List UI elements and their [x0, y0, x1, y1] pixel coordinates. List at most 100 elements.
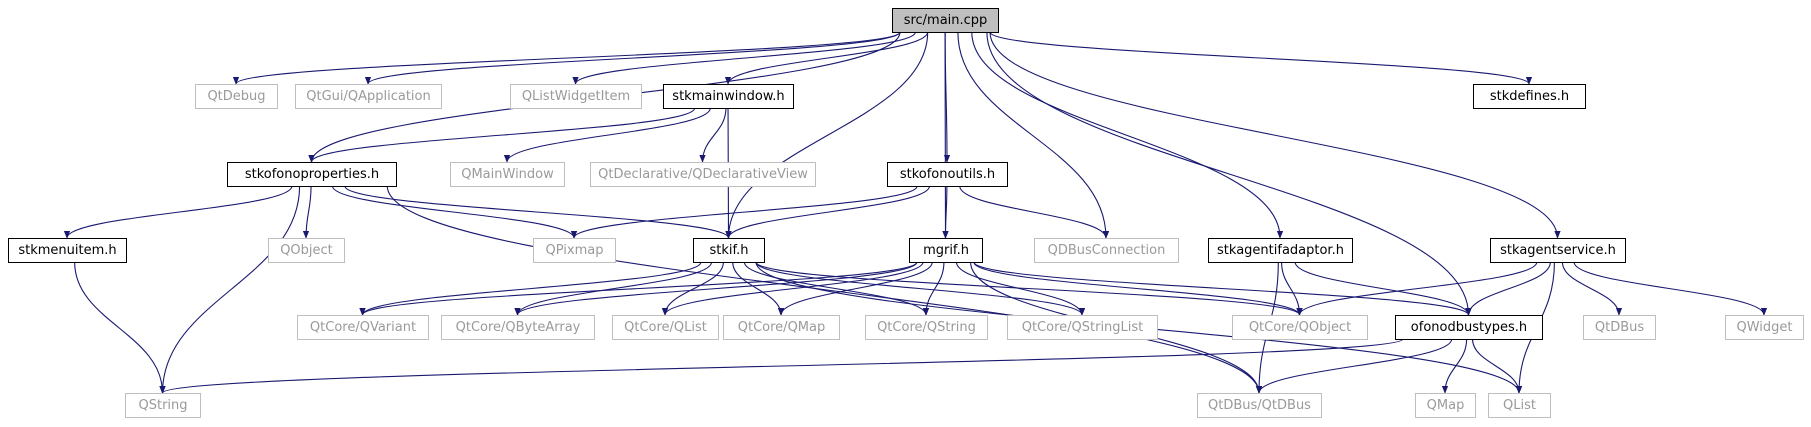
node-box-qwidget: [1725, 315, 1804, 340]
node-label-qpixmap: QPixmap: [546, 243, 604, 258]
edge-stkofonoproperties-to-qpixmap: [331, 185, 578, 239]
node-box-qlistwidgetitem: [510, 84, 642, 109]
edge-stkif-to-qbytearray: [514, 261, 713, 316]
node-stkofonoutils[interactable]: stkofonoutils.h: [887, 162, 1008, 187]
node-label-ofonodbustypes: ofonodbustypes.h: [1411, 320, 1527, 335]
node-box-stkofonoutils: [887, 162, 1008, 187]
edge-stkmainwindow-to-qmainwindow: [503, 107, 711, 163]
node-label-stkagentservice: stkagentservice.h: [1500, 243, 1616, 258]
node-ofonodbustypes[interactable]: ofonodbustypes.h: [1395, 315, 1543, 340]
node-label-qvariant: QtCore/QVariant: [310, 320, 416, 335]
node-box-stkdefines: [1473, 84, 1586, 109]
node-box-qtdebug: [195, 84, 278, 109]
edge-stkif-to-qcoremap: [732, 261, 785, 316]
node-label-stkmenuitem: stkmenuitem.h: [18, 243, 116, 258]
node-label-qcoremap: QtCore/QMap: [738, 320, 825, 335]
node-stkdefines[interactable]: stkdefines.h: [1473, 84, 1586, 109]
node-label-qtdebug: QtDebug: [207, 89, 265, 104]
node-label-mgrif: mgrif.h: [923, 243, 969, 258]
node-label-qmainwindow: QMainWindow: [461, 167, 554, 182]
node-box-stkmainwindow: [663, 84, 794, 109]
node-label-stkofonoproperties: stkofonoproperties.h: [245, 167, 379, 182]
node-box-ofonodbustypes: [1395, 315, 1543, 340]
node-mgrif[interactable]: mgrif.h: [909, 238, 983, 263]
node-label-stkmainwindow: stkmainwindow.h: [672, 89, 784, 104]
node-box-qcoremap: [723, 315, 840, 340]
edge-mgrif-to-qcoreobject: [973, 261, 1303, 316]
node-stkmainwindow[interactable]: stkmainwindow.h: [663, 84, 794, 109]
node-stkif[interactable]: stkif.h: [693, 238, 765, 263]
node-qcorestring: QtCore/QString: [865, 315, 988, 340]
node-box-qcoreobject: [1232, 315, 1368, 340]
node-label-qwidget: QWidget: [1736, 320, 1792, 335]
node-box-qmainwindow: [450, 162, 565, 187]
node-qwidget: QWidget: [1725, 315, 1804, 340]
node-label-qstringlist: QtCore/QStringList: [1022, 320, 1144, 335]
edge-ofonodbustypes-to-qmap: [1441, 338, 1468, 394]
node-qapplication: QtGui/QApplication: [295, 84, 442, 109]
node-box-qstringlist: [1007, 315, 1158, 340]
edge-stkagentservice-to-qcoreobject: [1296, 261, 1538, 316]
edge-main-to-qapplication: [364, 31, 901, 85]
node-stkofonoproperties[interactable]: stkofonoproperties.h: [227, 162, 397, 187]
node-box-stkif: [693, 238, 765, 263]
edge-stkofonoproperties-to-stkmenuitem: [63, 185, 293, 239]
edge-stkmenuitem-to-qstring: [74, 261, 166, 394]
node-main[interactable]: src/main.cpp: [892, 8, 999, 33]
node-box-stkmenuitem: [8, 238, 127, 263]
edge-main-to-stkif: [725, 31, 929, 239]
edge-mgrif-to-qstringlist: [955, 261, 1086, 316]
node-label-qdbusconnection: QDBusConnection: [1048, 243, 1166, 258]
edge-stkofonoproperties-to-qstring: [159, 185, 301, 394]
edge-stkofonoproperties-to-qobject: [302, 185, 312, 239]
node-label-stkif: stkif.h: [709, 243, 748, 258]
edge-stkofonoutils-to-qdbusconnection: [959, 185, 1110, 239]
edges-layer: [63, 31, 1768, 394]
node-box-qdeclarativeview: [590, 162, 816, 187]
node-qdeclarativeview: QtDeclarative/QDeclarativeView: [590, 162, 816, 187]
node-label-qcorestring: QtCore/QString: [877, 320, 976, 335]
edge-stkif-to-qstringlist: [755, 261, 1086, 316]
node-label-qlistwidgetitem: QListWidgetItem: [522, 89, 630, 104]
node-qmainwindow: QMainWindow: [450, 162, 565, 187]
edge-stkif-to-qcoreobject: [755, 261, 1303, 316]
edge-stkofonoutils-to-qpixmap: [570, 185, 918, 239]
node-label-qlist: QList: [1503, 398, 1536, 413]
node-box-qcorestring: [865, 315, 988, 340]
node-stkagentservice[interactable]: stkagentservice.h: [1490, 238, 1626, 263]
node-label-stkofonoutils: stkofonoutils.h: [900, 167, 995, 182]
edge-main-to-qlistwidgetitem: [572, 31, 916, 85]
edge-mgrif-to-qvariant: [359, 261, 918, 316]
edge-stkagentservice-to-ofonodbustypes: [1465, 261, 1551, 316]
edge-stkofonoproperties-to-stkif: [344, 185, 732, 239]
edge-stkofonoproperties-to-qtdbusqtdbus: [386, 185, 1263, 394]
node-box-qcorelist: [612, 315, 719, 340]
node-box-qvariant: [297, 315, 429, 340]
node-box-qdbusconnection: [1034, 238, 1179, 263]
node-label-qmap: QMap: [1427, 398, 1465, 413]
node-qmap: QMap: [1415, 393, 1476, 418]
edge-stkagentservice-to-qwidget: [1573, 261, 1768, 316]
edge-main-to-qtdebug: [233, 31, 901, 85]
node-box-qobject: [268, 238, 345, 263]
edge-main-to-stkdefines: [989, 31, 1533, 85]
node-box-qbytearray: [441, 315, 595, 340]
edge-stkmainwindow-to-stkofonoproperties: [308, 107, 696, 163]
node-label-qdeclarativeview: QtDeclarative/QDeclarativeView: [598, 167, 808, 182]
edge-stkagentifadaptor-to-ofonodbustypes: [1294, 261, 1472, 316]
node-qtdebug: QtDebug: [195, 84, 278, 109]
node-stkagentifadaptor[interactable]: stkagentifadaptor.h: [1208, 238, 1353, 263]
node-label-stkagentifadaptor: stkagentifadaptor.h: [1217, 243, 1344, 258]
node-box-qlist: [1488, 393, 1551, 418]
node-qtdbus: QtDBus: [1583, 315, 1656, 340]
edge-main-to-stkmainwindow: [724, 31, 929, 85]
node-box-qpixmap: [533, 238, 616, 263]
node-qobject: QObject: [268, 238, 345, 263]
node-qcoreobject: QtCore/QObject: [1232, 315, 1368, 340]
node-qvariant: QtCore/QVariant: [297, 315, 429, 340]
node-stkmenuitem[interactable]: stkmenuitem.h: [8, 238, 127, 263]
edge-main-to-ofonodbustypes: [986, 31, 1472, 316]
node-qtdbusqtdbus: QtDBus/QtDBus: [1197, 393, 1322, 418]
